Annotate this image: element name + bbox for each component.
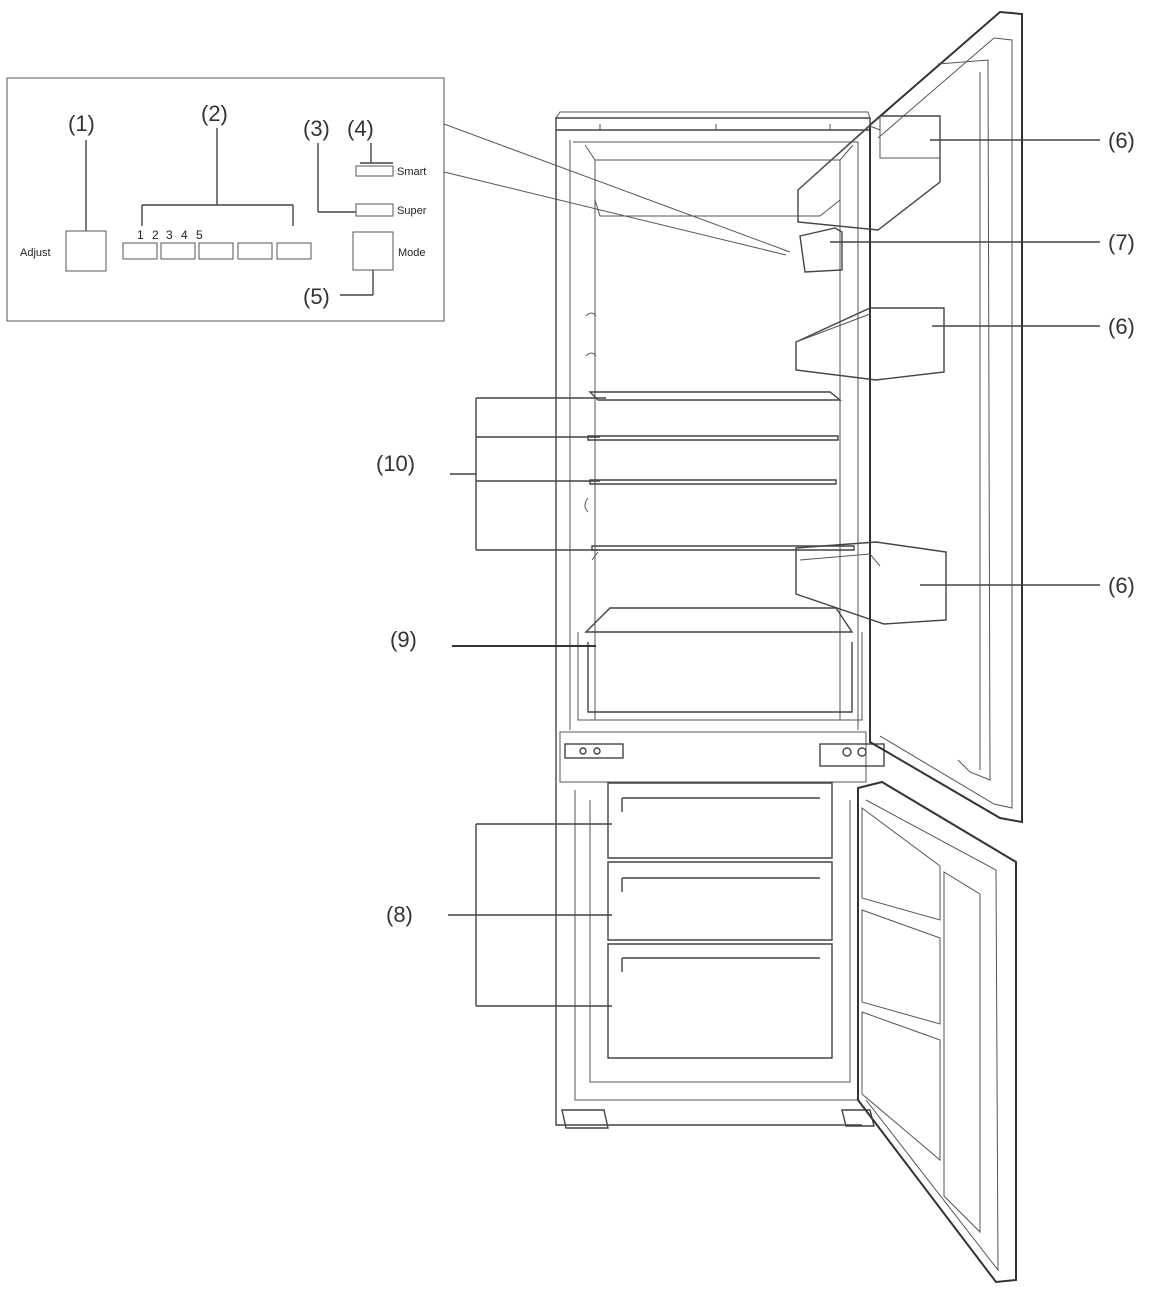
glass-shelf-1: [588, 391, 842, 401]
hinge-left: [564, 743, 624, 759]
upper-door: [795, 10, 1023, 824]
callout-9: (9): [390, 627, 417, 652]
crisper-cover: [584, 607, 854, 633]
glass-shelf-2: [587, 435, 839, 441]
indicator-1: [122, 242, 158, 260]
label-3: (3): [303, 116, 330, 141]
freezer-drawer-1: [607, 782, 833, 859]
super-button: [355, 203, 394, 217]
glass-shelf-3: [589, 479, 837, 485]
indicator-2: [160, 242, 196, 260]
indicator-num-3: 3: [166, 228, 173, 242]
callout-10: (10): [376, 451, 415, 476]
indicator-num-4: 4: [181, 228, 188, 242]
mode-label: Mode: [398, 247, 426, 259]
label-1: (1): [68, 111, 95, 136]
smart-label: Smart: [397, 166, 426, 178]
label-4: (4): [347, 116, 374, 141]
super-label: Super: [397, 205, 427, 217]
callout-6-bottom: (6): [1108, 573, 1135, 598]
label-2: (2): [201, 101, 228, 126]
lower-door: [857, 780, 1017, 1284]
callout-7: (7): [1108, 230, 1135, 255]
label-5: (5): [303, 284, 330, 309]
smart-button: [355, 165, 394, 177]
crisper-drawer: [587, 642, 853, 713]
control-panel-inset: (1) Adjust (2) 1 2 3 4 5 (3) (4) Smart S…: [6, 77, 791, 322]
callouts: (6) (7) (6) (6) (10) (9) (8): [376, 128, 1135, 1007]
indicator-num-5: 5: [196, 228, 203, 242]
callout-6-middle: (6): [1108, 314, 1135, 339]
indicator-3: [198, 242, 234, 260]
adjust-label: Adjust: [20, 247, 51, 259]
door-shelf-bottom: [795, 541, 947, 625]
callout-6-top: (6): [1108, 128, 1135, 153]
indicator-num-1: 1: [137, 228, 144, 242]
fridge-cabinet: [555, 111, 885, 1129]
freezer-drawer-3: [607, 943, 833, 1059]
door-shelf-middle: [795, 307, 945, 381]
callout-8: (8): [386, 902, 413, 927]
panel-frame: [6, 77, 445, 322]
adjust-button: [65, 230, 107, 272]
indicator-4: [237, 242, 273, 260]
indicator-num-2: 2: [152, 228, 159, 242]
egg-tray: [799, 227, 843, 273]
hinge-right: [819, 743, 885, 767]
glass-shelf-4: [591, 545, 855, 551]
indicator-5: [276, 242, 312, 260]
mode-button: [352, 231, 394, 271]
freezer-drawer-2: [607, 861, 833, 941]
